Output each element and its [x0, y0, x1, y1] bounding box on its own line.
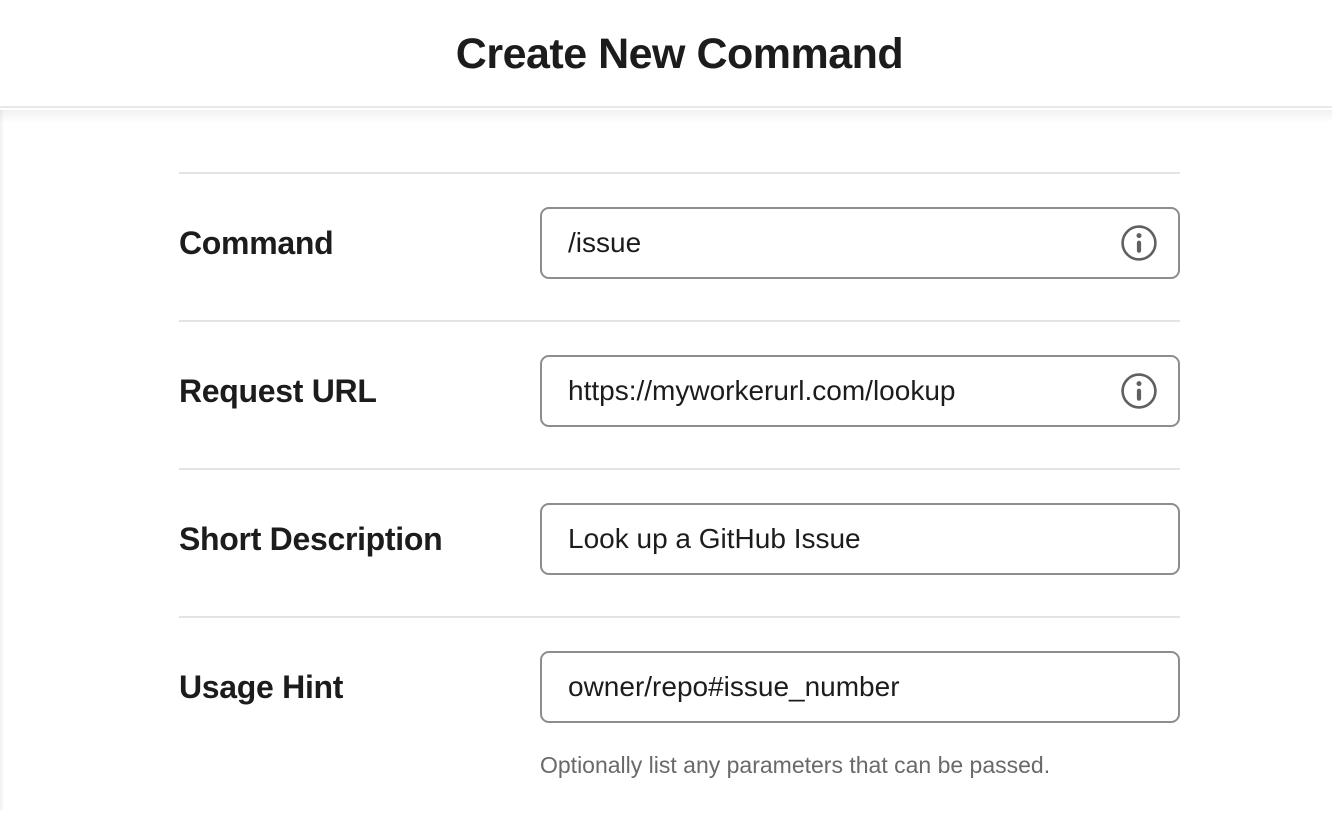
usage-hint-label: Usage Hint [179, 669, 344, 705]
form-row-request-url: Request URL [179, 320, 1180, 468]
usage-hint-input[interactable] [540, 651, 1180, 723]
left-edge-shadow [0, 110, 4, 810]
page-title: Create New Command [455, 30, 904, 78]
form-row-command: Command [179, 172, 1180, 320]
short-description-input[interactable] [540, 503, 1180, 575]
short-description-field [540, 503, 1180, 575]
create-command-form: Command Request URL [179, 172, 1180, 820]
command-field [540, 207, 1180, 279]
form-row-short-description: Short Description [179, 468, 1180, 616]
form-row-usage-hint: Usage Hint Optionally list any parameter… [179, 616, 1180, 820]
request-url-label: Request URL [179, 373, 377, 409]
short-description-label: Short Description [179, 521, 443, 557]
info-icon[interactable] [1120, 372, 1158, 410]
request-url-field [540, 355, 1180, 427]
page-header: Create New Command [0, 0, 1332, 123]
command-input[interactable] [540, 207, 1180, 279]
usage-hint-field: Optionally list any parameters that can … [540, 651, 1180, 779]
request-url-input[interactable] [540, 355, 1180, 427]
usage-hint-helper-text: Optionally list any parameters that can … [540, 752, 1051, 778]
info-icon[interactable] [1120, 224, 1158, 262]
command-label: Command [179, 225, 334, 261]
